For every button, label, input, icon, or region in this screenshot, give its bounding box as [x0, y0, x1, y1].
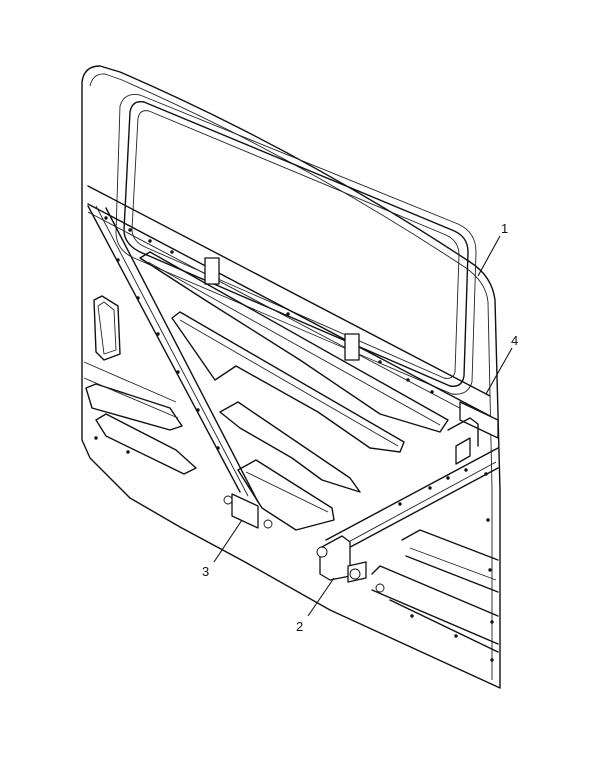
- bolt-holes: [94, 216, 494, 662]
- callout-leaders: [213, 235, 513, 617]
- stamped-recesses: [83, 251, 449, 531]
- callout-4: 4: [511, 333, 518, 348]
- callout-1: 1: [501, 221, 508, 236]
- diagonal-brace: [87, 205, 259, 529]
- lower-crossmember: [316, 417, 499, 653]
- upper-crossmember: [87, 185, 499, 439]
- callout-2: 2: [296, 619, 303, 634]
- callout-3: 3: [202, 564, 209, 579]
- rear-window: [115, 94, 477, 395]
- panel-outline: [81, 65, 501, 689]
